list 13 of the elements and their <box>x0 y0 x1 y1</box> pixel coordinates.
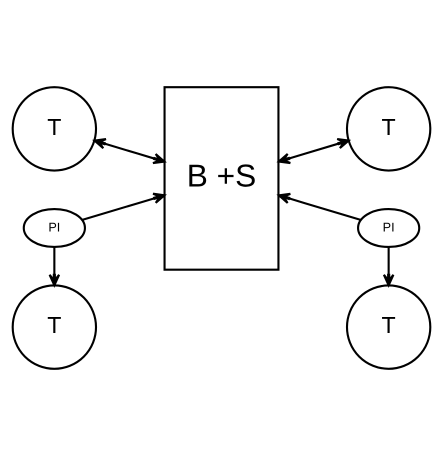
node-box: B +S <box>164 86 280 270</box>
arrow <box>48 246 60 286</box>
node-circle: T <box>12 284 98 370</box>
arrow <box>93 138 166 164</box>
node-circle: T <box>346 284 432 370</box>
node-ellipse: PI <box>357 207 420 248</box>
node-ellipse: PI <box>22 207 86 248</box>
node-circle: T <box>346 86 432 172</box>
arrow <box>82 192 166 220</box>
arrow <box>278 138 350 164</box>
node-circle: T <box>12 86 98 172</box>
arrow <box>382 246 394 286</box>
arrow <box>278 192 361 220</box>
